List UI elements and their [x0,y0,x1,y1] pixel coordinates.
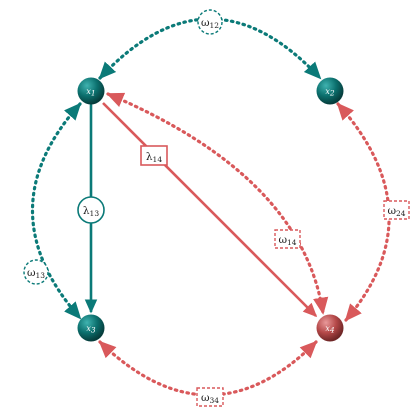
label-lambda-14: λ14 [140,145,168,166]
edge-lambda-14 [102,102,318,318]
svg-text:λ14: λ14 [146,151,162,164]
label-lambda-13: λ13 [77,196,105,224]
node-x1: x1 [77,77,105,105]
node-x2-base: x [325,87,330,96]
label-omega-14: ω14 [274,229,301,249]
edge-omega-13 [31,102,82,320]
svg-text:ω34: ω34 [201,392,219,405]
label-omega-12: ω12 [197,9,223,35]
edge-omega-24 [336,102,391,322]
svg-text:ω14: ω14 [278,234,296,247]
svg-text:x1: x1 [86,87,95,98]
label-omega-24: ω24 [383,200,410,220]
edge-omega-14 [106,92,329,315]
label-omega-13: ω13 [23,259,49,285]
node-x3-base: x [86,324,91,333]
node-x1-sub: 1 [91,89,96,98]
node-x3-sub: 3 [91,326,96,335]
node-x4: x4 [316,314,344,342]
node-x1-base: x [86,87,91,96]
svg-text:x3: x3 [86,324,96,335]
svg-text:ω24: ω24 [387,205,405,218]
svg-text:ω13: ω13 [27,267,45,280]
edge-omega-34 [98,340,318,397]
svg-text:x2: x2 [325,87,335,98]
node-x2-sub: 2 [329,89,335,98]
node-x4-base: x [325,324,330,333]
node-x4-sub: 4 [329,326,335,335]
svg-text:λ13: λ13 [83,205,99,218]
label-omega-34: ω34 [196,387,224,407]
svg-text:x4: x4 [325,324,335,335]
node-x3: x3 [77,314,105,342]
node-x2: x2 [316,77,344,105]
svg-text:ω12: ω12 [201,17,219,30]
